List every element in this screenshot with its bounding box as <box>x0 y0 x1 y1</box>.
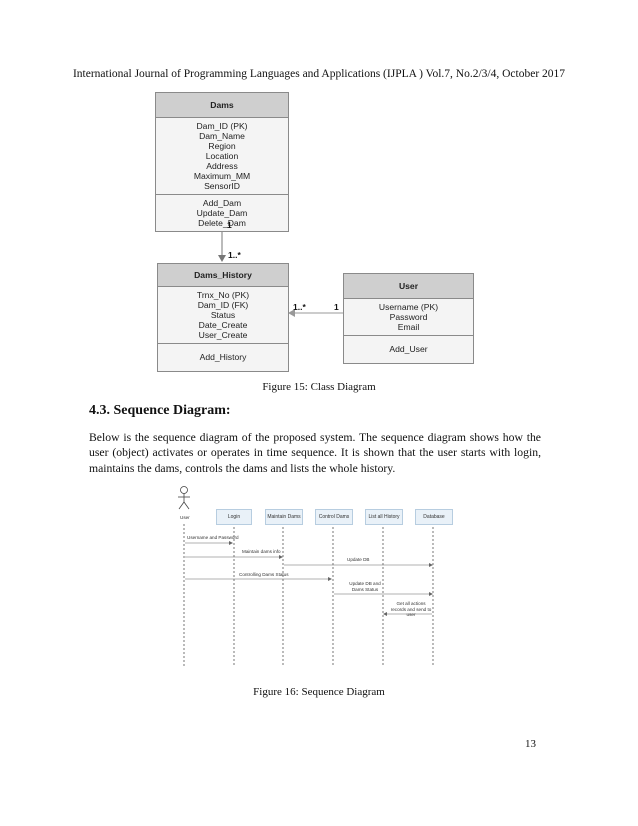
class-attribute: Email <box>397 322 420 332</box>
message-label: Username and Password <box>187 535 239 540</box>
class-user: User Username (PK) Password Email Add_Us… <box>343 273 474 364</box>
lifeline-box-control-dams: Control Dams <box>315 509 353 525</box>
class-dams-history: Dams_History Trnx_No (PK) Dam_ID (FK) St… <box>157 263 289 372</box>
message-label: Update DB and Dams Status <box>349 581 381 592</box>
class-dams-history-name: Dams_History <box>158 264 288 287</box>
sequence-diagram-lines <box>178 486 434 666</box>
class-attribute: Location <box>205 151 239 161</box>
message-label: Update DB <box>347 557 370 562</box>
message-label: Maintain dams info <box>242 549 281 554</box>
class-attribute: SensorID <box>204 181 240 191</box>
actor-icon <box>178 486 190 510</box>
message-arrows <box>185 542 432 615</box>
class-method: Update_Dam <box>196 208 248 218</box>
class-method: Delete_Dam <box>198 218 246 228</box>
class-dams-attributes: Dam_ID (PK) Dam_Name Region Location Add… <box>156 118 288 195</box>
multiplicity-user-end: 1 <box>334 302 339 312</box>
page-number: 13 <box>525 738 536 750</box>
figure-16-caption: Figure 16: Sequence Diagram <box>253 686 385 698</box>
class-attribute: Region <box>208 141 236 151</box>
actor-label: User <box>180 515 190 520</box>
class-attribute: Date_Create <box>198 320 248 330</box>
multiplicity-history-top: 1..* <box>228 250 241 260</box>
class-dams: Dams Dam_ID (PK) Dam_Name Region Locatio… <box>155 92 289 232</box>
class-attribute: Dam_ID (PK) <box>196 121 248 131</box>
class-attribute: Password <box>389 312 428 322</box>
class-user-methods: Add_User <box>344 336 473 363</box>
class-attribute: Trnx_No (PK) <box>196 290 250 300</box>
class-attribute: Dam_Name <box>199 131 245 141</box>
lifeline-box-list-history: List all History <box>365 509 403 525</box>
journal-header: International Journal of Programming Lan… <box>72 68 566 80</box>
class-attribute: Dam_ID (FK) <box>197 300 249 310</box>
class-attribute: Address <box>206 161 238 171</box>
body-paragraph: Below is the sequence diagram of the pro… <box>89 431 541 475</box>
class-attribute: User_Create <box>198 330 248 340</box>
class-dams-history-methods: Add_History <box>158 344 288 371</box>
class-method: Add_User <box>389 344 428 354</box>
lifeline-box-database: Database <box>415 509 453 525</box>
class-attribute: Status <box>210 310 236 320</box>
association-arrowhead-left <box>288 309 295 317</box>
class-attribute: Username (PK) <box>378 302 439 312</box>
message-arrowheads <box>229 541 433 616</box>
association-arrowhead-down <box>218 255 226 262</box>
lifeline-box-login: Login <box>216 509 252 525</box>
multiplicity-history-right: 1..* <box>293 302 306 312</box>
class-method: Add_History <box>199 352 247 362</box>
class-user-name: User <box>344 274 473 299</box>
class-dams-history-attributes: Trnx_No (PK) Dam_ID (FK) Status Date_Cre… <box>158 287 288 344</box>
message-label: Controlling Dams Status <box>239 572 289 577</box>
section-heading: 4.3. Sequence Diagram: <box>89 403 231 418</box>
class-user-attributes: Username (PK) Password Email <box>344 299 473 336</box>
class-dams-name: Dams <box>156 93 288 118</box>
class-method: Add_Dam <box>202 198 242 208</box>
class-dams-methods: Add_Dam Update_Dam Delete_Dam <box>156 195 288 231</box>
lifeline-lines <box>183 523 434 666</box>
message-label: Get all actions records and send to user <box>390 601 432 617</box>
class-attribute: Maximum_MM <box>193 171 251 181</box>
multiplicity-dams-end: 1 <box>227 220 232 230</box>
figure-15-caption: Figure 15: Class Diagram <box>262 381 376 393</box>
lifeline-box-maintain-dams: Maintain Dams <box>265 509 303 525</box>
